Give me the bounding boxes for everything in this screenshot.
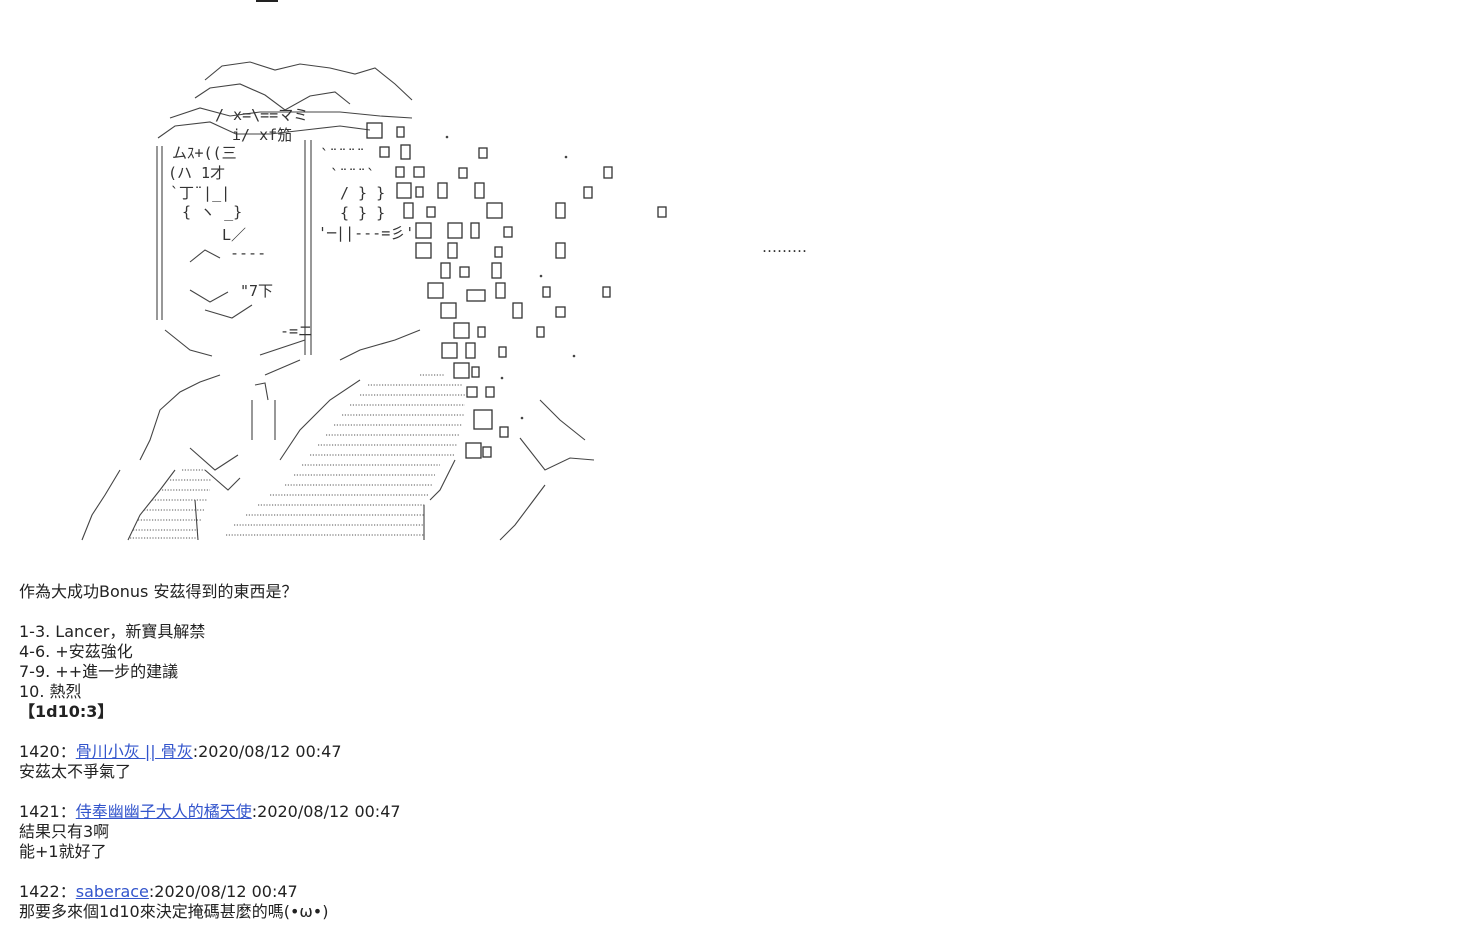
reply-author-link[interactable]: 侍奉幽幽子大人的橘天使 xyxy=(75,802,252,821)
svg-text:"7下: "7下 xyxy=(240,282,273,300)
svg-text:(ハ 1才: (ハ 1才 xyxy=(168,164,225,182)
reply-number: 1422： xyxy=(19,882,76,901)
option-line-2: 4-6. +安茲強化 xyxy=(19,642,133,661)
svg-text:`¨¨¨¨: `¨¨¨¨ xyxy=(320,146,365,164)
dice-roll-result: 【1d10:3】 xyxy=(19,702,114,721)
reply-header: 1420：骨川小灰 || 骨灰:2020/08/12 00:47 xyxy=(19,742,342,762)
ascii-art-figure: ムｽ+((三 (ハ 1才 `丁¨|_| { ヽ _} L／ `¨¨¨¨ `¨¨¨… xyxy=(81,61,667,541)
reply-body-line: 那要多來個1d10來決定掩碼甚麼的嗎(•ω•) xyxy=(19,902,329,921)
reply-author-link[interactable]: saberace xyxy=(75,882,149,901)
option-line-4: 10. 熱烈 xyxy=(19,682,82,701)
svg-text:'─||---=彡': '─||---=彡' xyxy=(318,224,414,242)
svg-text:i/ xf笳: i/ xf笳 xyxy=(232,126,292,144)
svg-text:`丁¨|_|: `丁¨|_| xyxy=(170,184,230,202)
top-edge-mark xyxy=(256,0,278,2)
reply-body-line: 能+1就好了 xyxy=(19,842,107,861)
reply-number: 1420： xyxy=(19,742,76,761)
reply-body-line: 安茲太不爭氣了 xyxy=(19,762,132,781)
reply-author-link[interactable]: 骨川小灰 || 骨灰 xyxy=(75,742,193,761)
option-line-1: 1-3. Lancer，新寶具解禁 xyxy=(19,622,206,641)
svg-text:/ x=\==マミ: / x=\==マミ xyxy=(215,106,308,124)
reply-header: 1422：saberace:2020/08/12 00:47 xyxy=(19,882,298,902)
svg-text:/ } }: / } } xyxy=(340,184,385,202)
ellipsis-text: ……… xyxy=(762,238,807,256)
svg-text:-=ニ: -=ニ xyxy=(280,322,313,340)
svg-text:`¨¨¨`: `¨¨¨` xyxy=(330,166,375,184)
svg-text:L／: L／ xyxy=(222,226,246,244)
svg-text:{ ヽ _}: { ヽ _} xyxy=(182,203,242,221)
reply-timestamp: :2020/08/12 00:47 xyxy=(148,882,298,901)
post-question: 作為大成功Bonus 安茲得到的東西是？ xyxy=(19,582,298,601)
reply-timestamp: :2020/08/12 00:47 xyxy=(192,742,342,761)
reply-timestamp: :2020/08/12 00:47 xyxy=(251,802,401,821)
reply-header: 1421：侍奉幽幽子大人的橘天使:2020/08/12 00:47 xyxy=(19,802,401,822)
reply-body-line: 結果只有3啊 xyxy=(19,822,110,841)
svg-text:----: ---- xyxy=(230,244,266,262)
svg-text:{ } }: { } } xyxy=(340,204,385,222)
option-line-3: 7-9. ++進一步的建議 xyxy=(19,662,179,681)
svg-text:ムｽ+((三: ムｽ+((三 xyxy=(172,144,237,162)
reply-number: 1421： xyxy=(19,802,76,821)
